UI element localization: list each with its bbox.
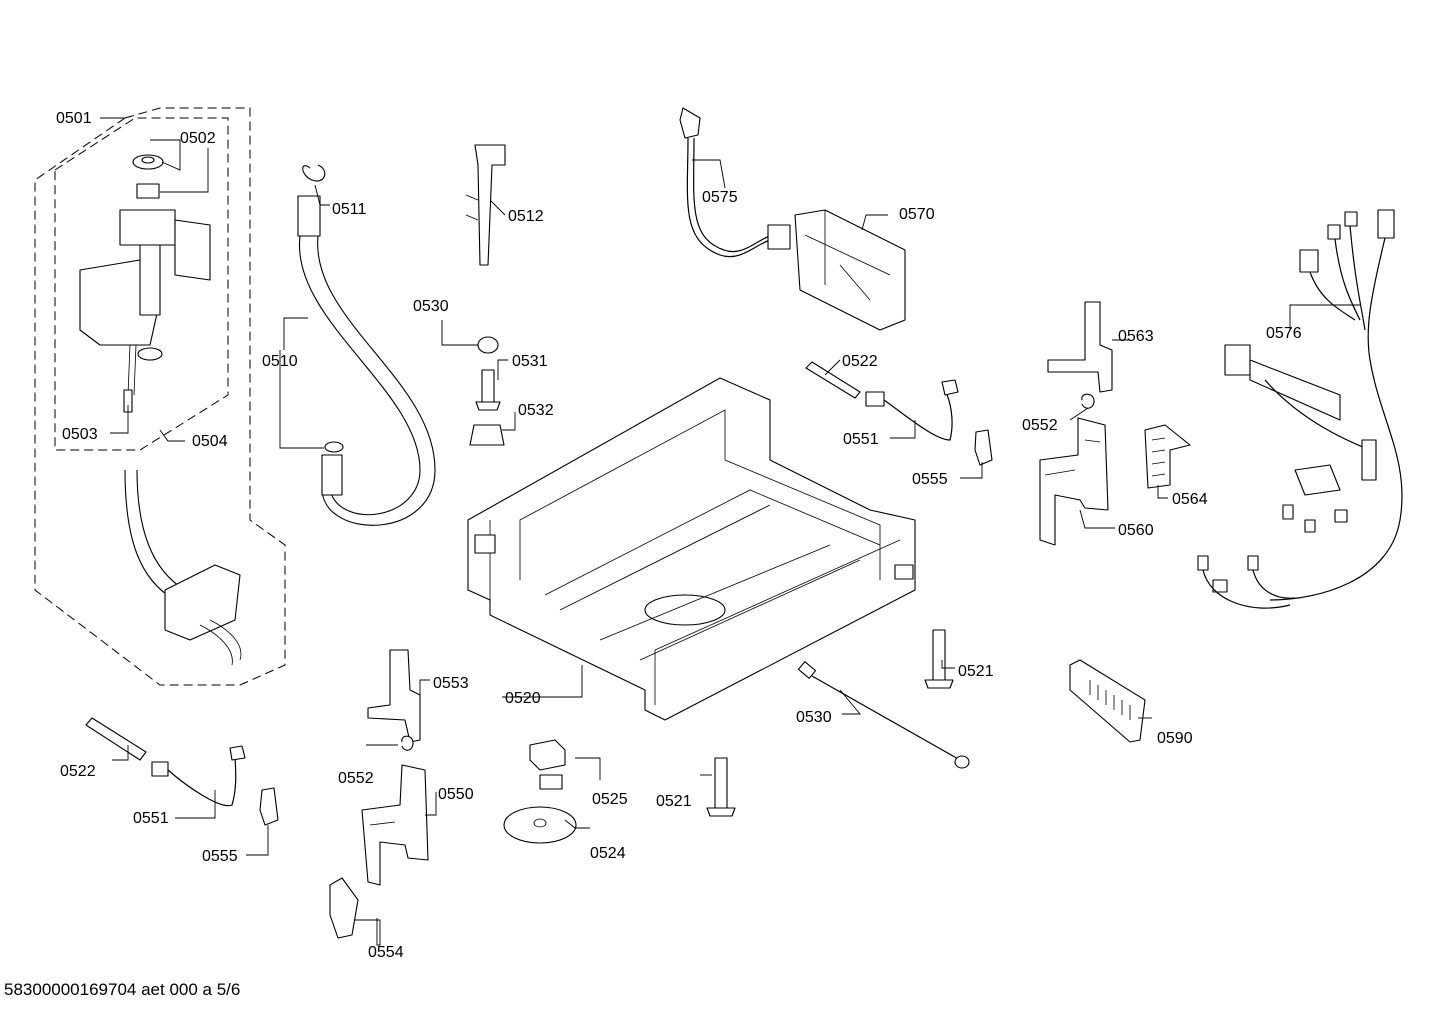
disc-0524 [503, 806, 577, 844]
label-0551-lower: 0551 [133, 810, 169, 827]
label-0501: 0501 [56, 110, 92, 127]
heater-sensor-0522-lower [85, 717, 246, 807]
fastener-set-0530-0532 [469, 336, 505, 446]
label-0590: 0590 [1157, 730, 1193, 747]
assembly-outline-0501 [34, 107, 286, 686]
label-0555-upper: 0555 [912, 471, 948, 488]
cable-harness-0576 [1197, 209, 1403, 609]
label-0511: 0511 [332, 201, 367, 218]
heater-sensor-0522-upper [805, 361, 959, 441]
label-0521-right: 0521 [958, 663, 994, 680]
label-0510: 0510 [262, 353, 298, 370]
label-0530-lower: 0530 [796, 709, 832, 726]
label-0504: 0504 [192, 433, 228, 450]
part-labels: 0501 0502 0503 0504 0510 0511 0512 0530 … [56, 110, 1302, 961]
electronic-module-0570 [794, 209, 906, 331]
bracket-0512 [465, 144, 506, 266]
bracket-0553 [367, 649, 421, 743]
label-0525: 0525 [592, 791, 628, 808]
label-0521-center: 0521 [656, 793, 692, 810]
connector-block-0564 [1144, 424, 1191, 489]
label-0564: 0564 [1172, 491, 1208, 508]
screw-0521-right [924, 629, 954, 689]
clip-0555-lower [259, 787, 279, 826]
assembly-outline-0504 [54, 117, 229, 451]
label-0522-upper: 0522 [842, 353, 878, 370]
bracket-0590 [1069, 659, 1146, 743]
label-0570: 0570 [899, 206, 935, 223]
screw-0521-center [706, 757, 736, 817]
label-0502: 0502 [180, 130, 216, 147]
label-0503: 0503 [62, 426, 98, 443]
label-0520: 0520 [505, 690, 541, 707]
label-0575: 0575 [702, 189, 738, 206]
drain-hose-0510 [297, 164, 436, 526]
label-0532: 0532 [518, 402, 554, 419]
label-0553: 0553 [433, 675, 469, 692]
clip-0552-right [1081, 393, 1095, 409]
clip-0552-left [401, 735, 414, 751]
document-reference-footer: 58300000169704 aet 000 a 5/6 [4, 980, 241, 999]
leader-lines [100, 117, 1360, 946]
label-0551-upper: 0551 [843, 431, 879, 448]
label-0522-lower: 0522 [60, 763, 96, 780]
label-0563: 0563 [1118, 328, 1154, 345]
rod-0530-lower [797, 661, 970, 769]
power-cord-0575 [679, 107, 791, 258]
bracket-0554 [329, 877, 359, 939]
label-0555-lower: 0555 [202, 848, 238, 865]
clip-0555-upper [974, 429, 993, 466]
inlet-valve-0502 [79, 154, 211, 413]
label-0560: 0560 [1118, 522, 1154, 539]
cap-0525 [529, 739, 566, 790]
bracket-0550 [361, 764, 429, 886]
label-0530-upper: 0530 [413, 298, 449, 315]
label-0576: 0576 [1266, 325, 1302, 342]
label-0550: 0550 [438, 786, 474, 803]
label-0512: 0512 [508, 208, 544, 225]
bracket-0563 [1047, 301, 1113, 393]
hose-valve-block-0504 [124, 469, 242, 666]
label-0524: 0524 [590, 845, 626, 862]
label-0552-lower: 0552 [338, 770, 374, 787]
label-0531: 0531 [512, 353, 548, 370]
bracket-0560 [1039, 417, 1109, 546]
label-0552-upper: 0552 [1022, 417, 1058, 434]
label-0554: 0554 [368, 944, 404, 961]
base-tub-0520 [467, 377, 916, 721]
